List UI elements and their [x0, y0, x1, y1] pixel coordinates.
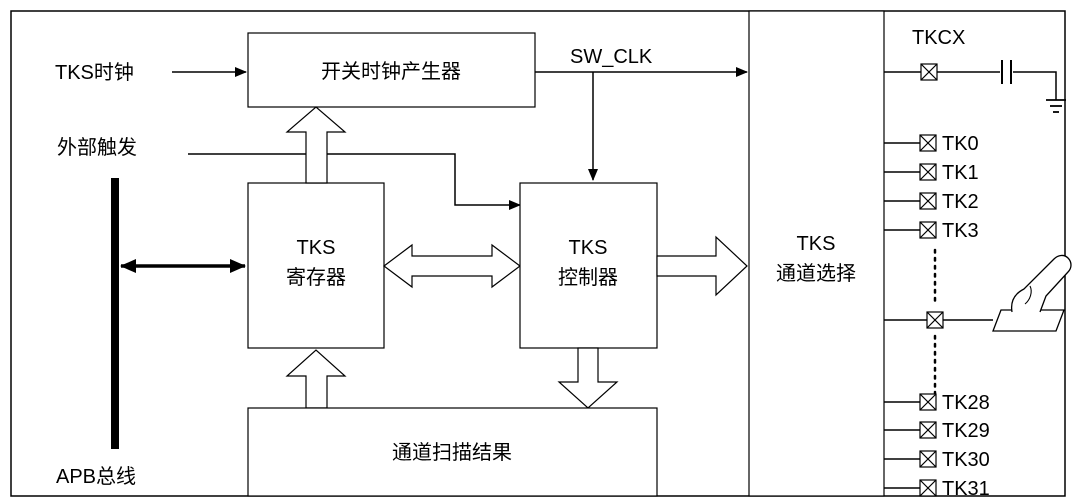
pin-row: TK3 — [884, 220, 979, 242]
register-block — [247, 182, 385, 349]
pin-label: TK30 — [942, 449, 990, 471]
external-trigger-label: 外部触发 — [57, 136, 137, 159]
finger-touch-icon — [992, 254, 1072, 332]
register-label-1: TKS — [297, 237, 336, 259]
channel-select-label-1: TKS — [797, 233, 836, 255]
pin-box-icon — [919, 421, 937, 439]
channel-select-label-2: 通道选择 — [776, 262, 856, 285]
pin-box-icon — [919, 450, 937, 468]
pin-row: TK2 — [884, 191, 979, 213]
pin-row: TK29 — [884, 420, 990, 442]
controller-to-channel-arrow — [656, 235, 748, 297]
pin-label: TK29 — [942, 420, 990, 442]
pin-row: TK30 — [884, 449, 990, 471]
pin-label: TK0 — [942, 133, 979, 155]
pin-row: TK0 — [884, 133, 979, 155]
scan-result-block — [247, 407, 658, 497]
scanresult-to-register-arrow — [285, 349, 347, 409]
switch-clock-generator-label: 开关时钟产生器 — [321, 60, 461, 83]
register-label-2: 寄存器 — [286, 266, 346, 289]
channel-select-block — [748, 10, 885, 497]
pin-label: TK2 — [942, 191, 979, 213]
sw-clk-label: SW_CLK — [570, 46, 653, 68]
controller-block — [519, 182, 658, 349]
pin-box-icon — [919, 192, 937, 210]
ground-wire — [1013, 71, 1057, 100]
register-controller-bus-arrow — [383, 243, 521, 289]
switch-clock-generator-block — [247, 32, 536, 108]
pin-label: TK3 — [942, 220, 979, 242]
pin-row: TK31 — [884, 478, 990, 500]
pin-label: TK31 — [942, 478, 990, 500]
pin-label: TK28 — [942, 392, 990, 414]
pin-box-icon — [920, 63, 938, 81]
pin-box-icon — [919, 479, 937, 497]
pin-box-icon — [919, 163, 937, 181]
controller-label-2: 控制器 — [558, 266, 618, 289]
pin-box-icon — [919, 221, 937, 239]
controller-label-1: TKS — [569, 237, 608, 259]
tkcx-label: TKCX — [912, 27, 965, 49]
pin-row: TK28 — [884, 392, 990, 414]
pin-row: TK1 — [884, 162, 979, 184]
pin-box-icon — [919, 134, 937, 152]
register-to-clockgen-arrow — [285, 106, 347, 184]
controller-to-scanresult-arrow — [557, 347, 619, 409]
pin-box-icon — [919, 393, 937, 411]
ground-icon — [1046, 99, 1066, 113]
capacitor-icon — [1001, 60, 1012, 84]
apb-bus-label: APB总线 — [56, 465, 136, 488]
scan-result-label: 通道扫描结果 — [392, 441, 512, 464]
pin-label: TK1 — [942, 162, 979, 184]
tks-clock-label: TKS时钟 — [55, 61, 134, 84]
pin-box-icon — [926, 311, 944, 329]
